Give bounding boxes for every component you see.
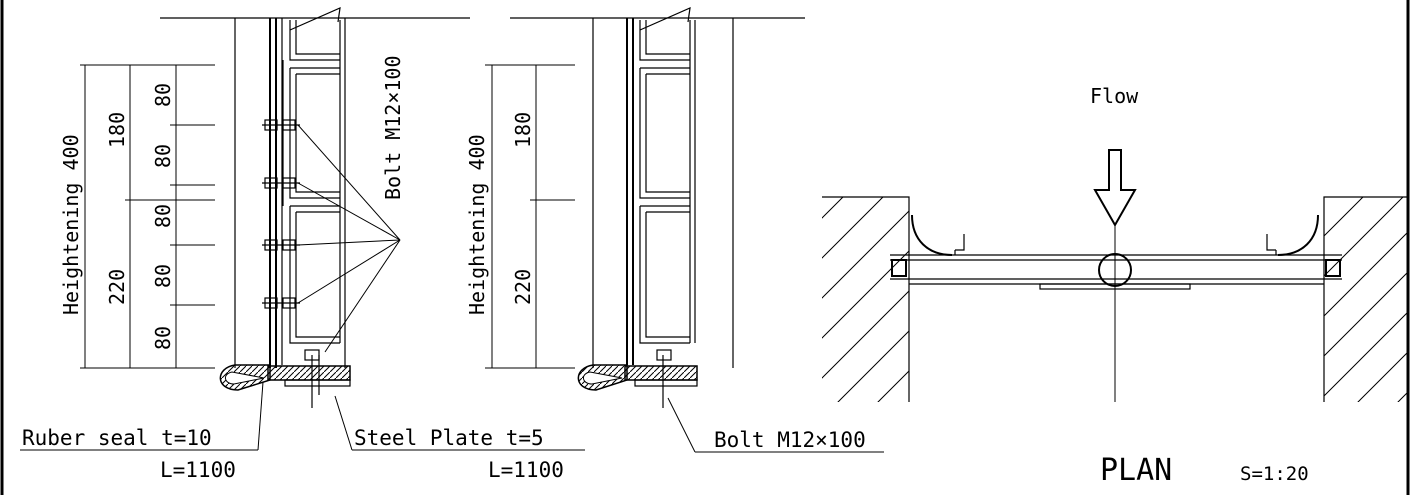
bolt-leaders — [297, 124, 401, 353]
left-dim-80-c: 80 — [151, 204, 175, 228]
mid-dimensions — [485, 64, 575, 369]
mid-heightening-label: Heightening 400 — [465, 134, 489, 315]
plan-scale: S=1:20 — [1240, 463, 1309, 485]
steel-plate-length: L=1100 — [488, 458, 564, 482]
rubber-seal-and-base — [219, 355, 351, 408]
mid-bolt-label: Bolt M12×100 — [714, 428, 866, 452]
right-wall-hatch — [1323, 196, 1409, 402]
rubber-seal-label: Ruber seal t=10 — [22, 426, 212, 450]
left-section-detail: Heightening 400 180 220 80 80 80 80 80 B… — [20, 7, 585, 482]
left-wall-hatch — [822, 196, 910, 402]
plan-title: PLAN — [1100, 453, 1172, 488]
mid-rubber-seal-and-base — [577, 349, 698, 408]
gate-leaf — [890, 214, 1342, 290]
bolt-symbols — [262, 119, 320, 361]
flow-label: Flow — [1090, 84, 1139, 108]
rubber-seal-length: L=1100 — [160, 458, 236, 482]
left-heightening-label: Heightening 400 — [59, 134, 83, 315]
steel-plate-label: Steel Plate t=5 — [354, 426, 544, 450]
mid-channel-profiles — [639, 20, 696, 344]
channel-profiles — [282, 20, 341, 344]
left-dim-180: 180 — [105, 112, 129, 148]
left-dim-80-b: 80 — [151, 144, 175, 168]
plan-view: Flow PLAN S=1:20 — [822, 84, 1409, 488]
flow-arrow-icon — [1093, 149, 1137, 228]
mid-dim-220: 220 — [511, 269, 535, 305]
left-dimensions — [80, 64, 215, 369]
left-dim-220: 220 — [105, 269, 129, 305]
left-dim-80-d: 80 — [151, 264, 175, 288]
mid-dim-180: 180 — [511, 112, 535, 148]
left-bolt-label: Bolt M12×100 — [381, 56, 405, 201]
right-section-detail: Heightening 400 180 220 Bolt M12×100 — [465, 7, 884, 453]
left-dim-80-a: 80 — [151, 83, 175, 107]
left-dim-80-e: 80 — [151, 326, 175, 350]
